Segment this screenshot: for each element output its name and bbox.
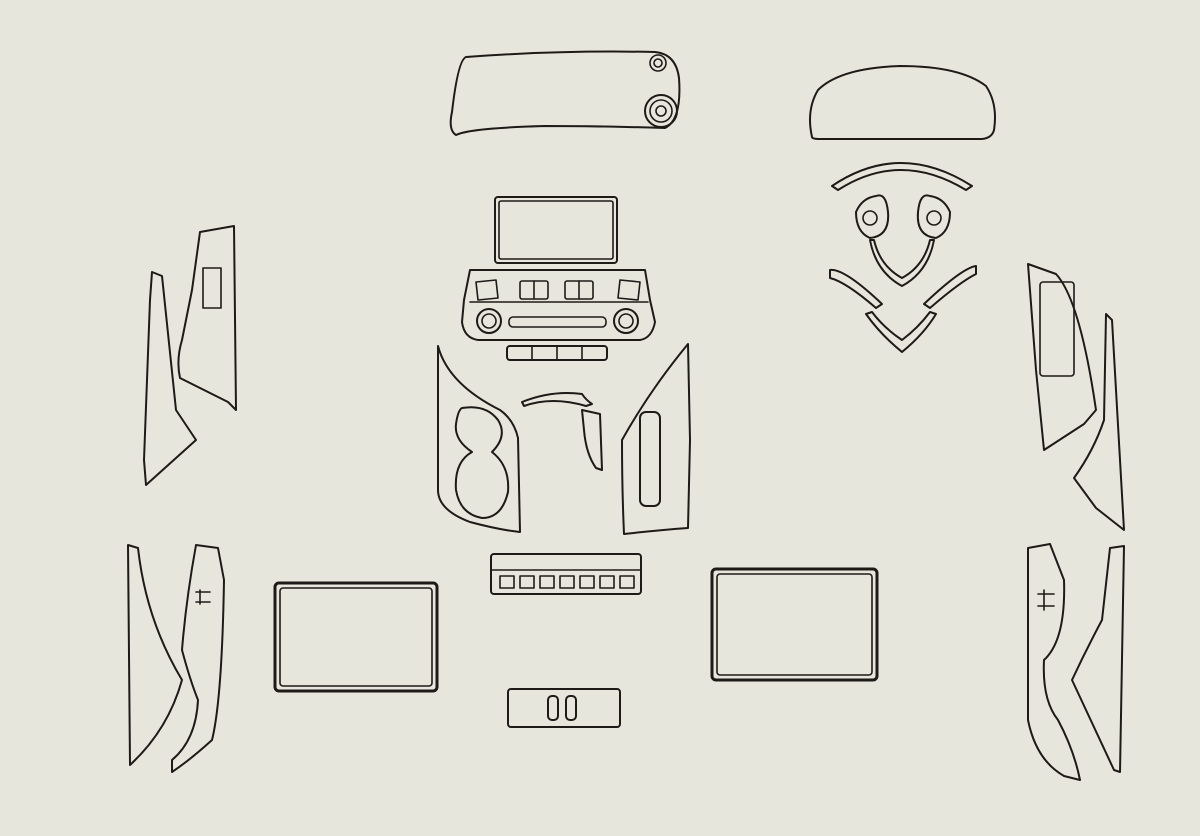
left-rear-door-panel (127, 544, 225, 773)
rear-right-screen-frame (710, 567, 879, 682)
center-control-panel (461, 269, 656, 361)
right-rear-door-panel (1027, 543, 1125, 781)
rear-left-screen-frame (273, 581, 439, 693)
console-shifter-trim (621, 343, 691, 535)
instrument-cluster-hood (809, 65, 996, 140)
console-cupholder-trim (437, 345, 521, 533)
navigation-screen-frame (494, 196, 618, 264)
right-front-door-panel (1027, 263, 1125, 531)
console-center-trims (521, 392, 603, 471)
steering-wheel-trims (829, 162, 977, 353)
left-front-door-panel (143, 225, 237, 486)
dash-top-trim-with-knobs (449, 50, 681, 136)
console-switch-strip (490, 553, 642, 595)
usb-port-bezel (507, 688, 621, 728)
